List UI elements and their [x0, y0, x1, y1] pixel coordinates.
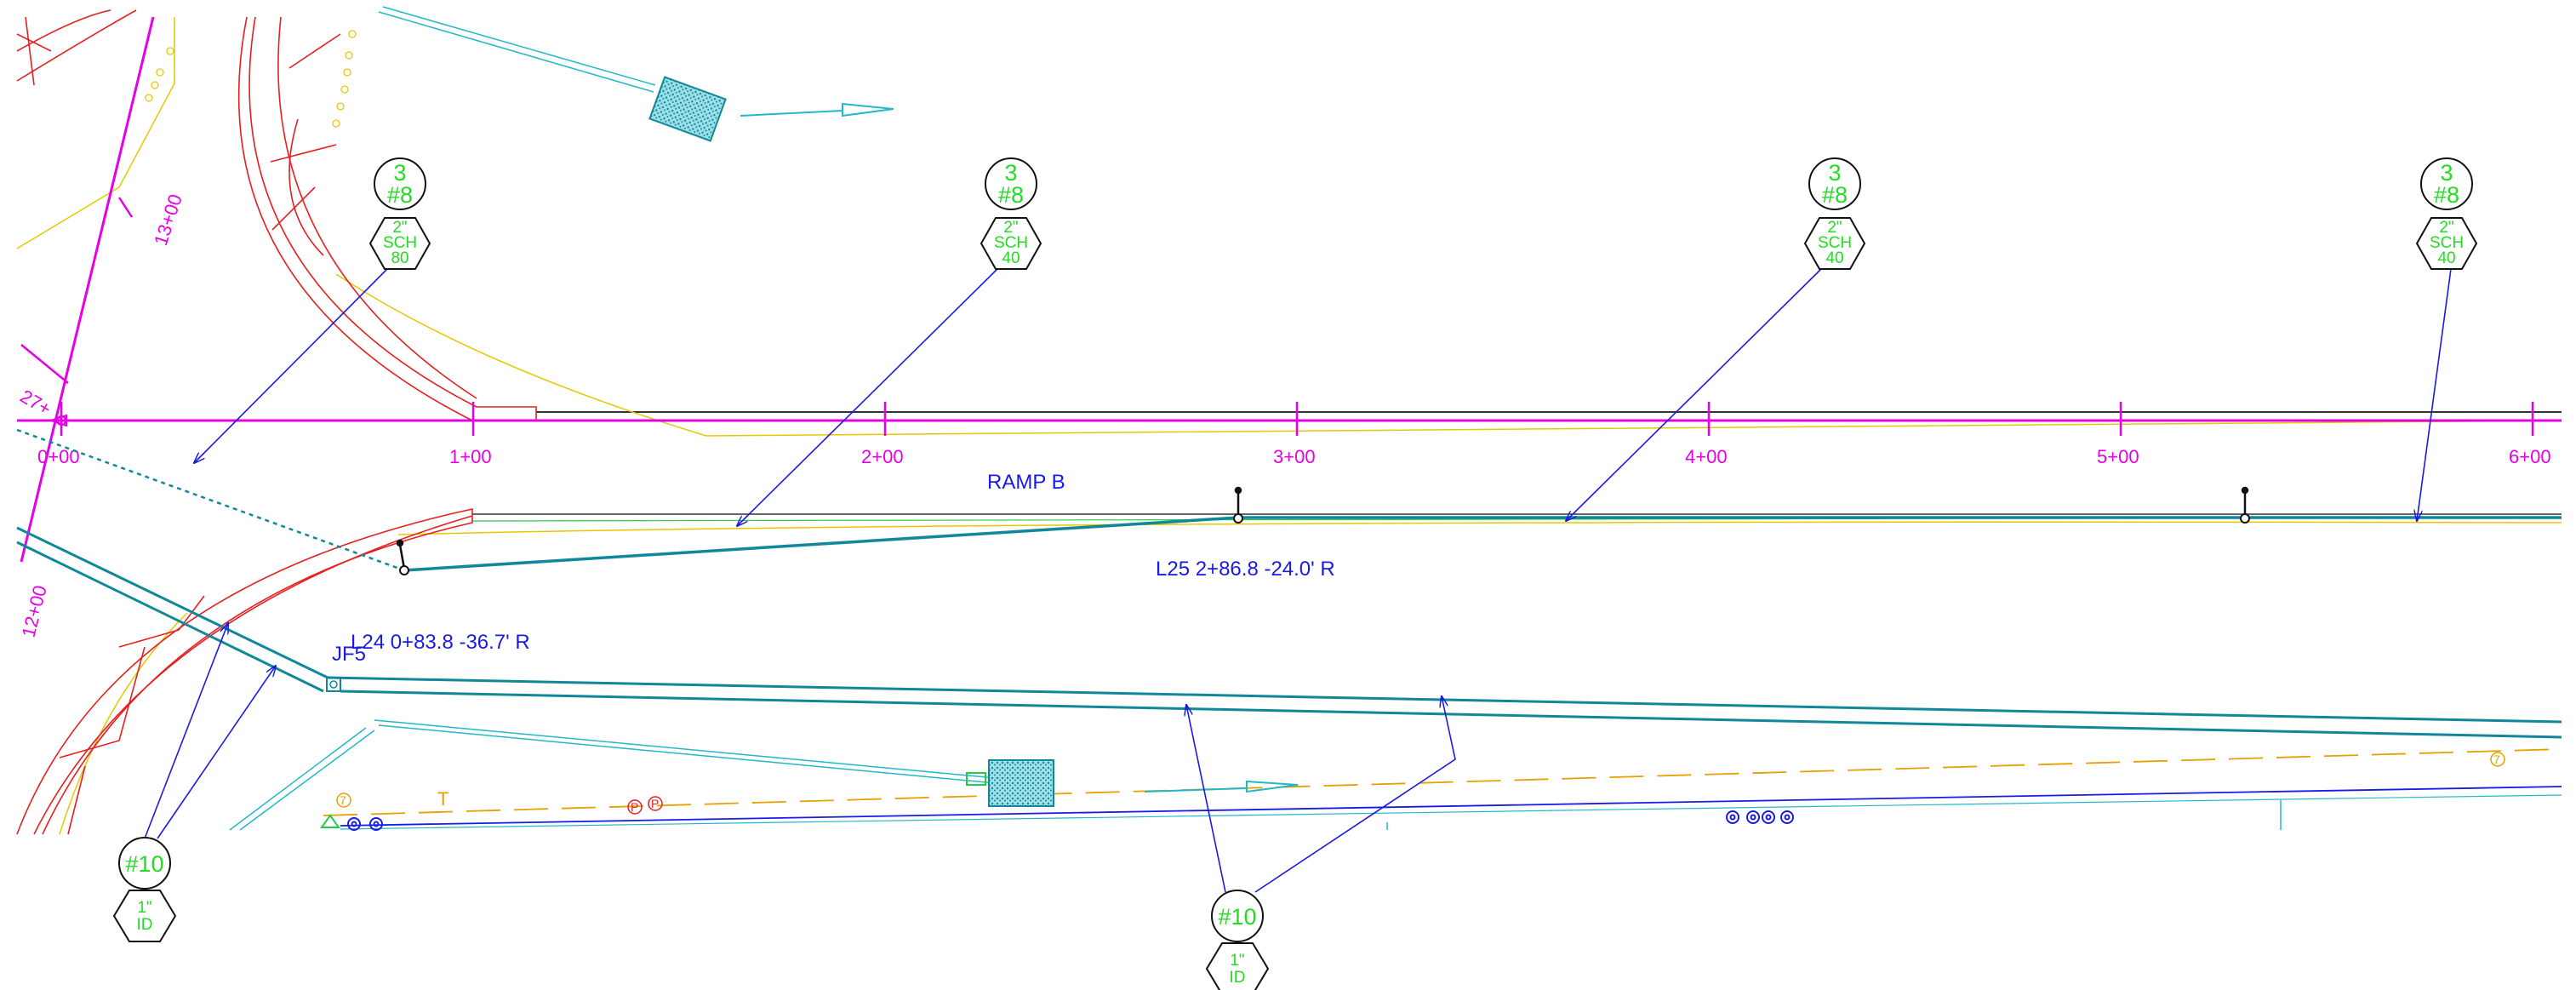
utility-symbols: 7 T P P 7: [320, 752, 2505, 831]
svg-text:#10: #10: [125, 851, 163, 877]
svg-text:3: 3: [393, 160, 406, 186]
conduit-runs: [16, 428, 2562, 739]
svg-text:40: 40: [2437, 249, 2455, 267]
callout-upper-2: 3 #8 2" SCH 40: [980, 157, 1042, 270]
station-1: 1+00: [449, 446, 492, 467]
leader-lines: [144, 268, 2452, 893]
svg-text:SCH: SCH: [383, 234, 417, 252]
svg-text:#10: #10: [1218, 904, 1256, 930]
callout-upper-4: 3 #8 2" SCH 40: [2415, 157, 2478, 270]
svg-text:7: 7: [2493, 753, 2500, 766]
svg-text:#8: #8: [2434, 182, 2459, 208]
svg-text:2": 2": [1003, 219, 1018, 237]
svg-text:1": 1": [1230, 952, 1244, 970]
callout-upper-1: 3 #8 2" SCH 80: [368, 157, 431, 270]
station-27: 27+: [17, 386, 55, 420]
junction-label: JF5: [332, 643, 366, 666]
ramp-alignment: [17, 16, 2562, 563]
cabinet-bottom: [966, 759, 1299, 807]
conduit-label-upper: L25 2+86.8 -24.0' R: [1156, 558, 1335, 581]
utility-poles-yellow: [145, 30, 357, 128]
callout-upper-3: 3 #8 2" SCH 40: [1803, 157, 1866, 270]
callout-lower-2: #10 1" ID: [1205, 890, 1270, 990]
svg-text:2": 2": [1827, 219, 1842, 237]
svg-text:SCH: SCH: [2430, 234, 2464, 252]
svg-text:3: 3: [2440, 160, 2453, 186]
svg-text:1": 1": [137, 899, 151, 917]
svg-text:40: 40: [1825, 249, 1843, 267]
t-mark: T: [437, 788, 448, 810]
svg-text:3: 3: [1004, 160, 1017, 186]
svg-text:ID: ID: [1230, 969, 1246, 987]
svg-text:P: P: [651, 797, 659, 810]
station-13: 13+00: [150, 192, 186, 248]
station-3: 3+00: [1273, 446, 1316, 467]
svg-text:SCH: SCH: [994, 234, 1028, 252]
svg-text:ID: ID: [137, 916, 153, 934]
svg-text:#8: #8: [387, 182, 413, 208]
station-4: 4+00: [1685, 446, 1728, 467]
svg-text:#8: #8: [1822, 182, 1848, 208]
cabinet-top: [648, 76, 894, 142]
svg-text:40: 40: [1002, 249, 1020, 267]
svg-text:3: 3: [1828, 160, 1841, 186]
station-6: 6+00: [2509, 446, 2551, 467]
light-poles: [396, 486, 2250, 575]
roadway-linework: [16, 6, 2562, 835]
svg-text:2": 2": [392, 219, 407, 237]
station-12: 12+00: [18, 583, 51, 639]
ramp-name: RAMP B: [987, 471, 1065, 494]
curb-return-lines: [16, 9, 537, 835]
svg-text:2": 2": [2439, 219, 2453, 237]
svg-text:7: 7: [340, 793, 346, 807]
station-2: 2+00: [861, 446, 904, 467]
callout-lower-1: #10 1" ID: [112, 837, 177, 942]
svg-text:SCH: SCH: [1818, 234, 1852, 252]
station-5: 5+00: [2097, 446, 2139, 467]
conduit-label-lower: L24 0+83.8 -36.7' R: [351, 631, 530, 654]
svg-text:#8: #8: [998, 182, 1024, 208]
svg-text:P: P: [631, 800, 638, 814]
station-0: 0+00: [37, 446, 80, 467]
svg-text:80: 80: [391, 249, 408, 267]
